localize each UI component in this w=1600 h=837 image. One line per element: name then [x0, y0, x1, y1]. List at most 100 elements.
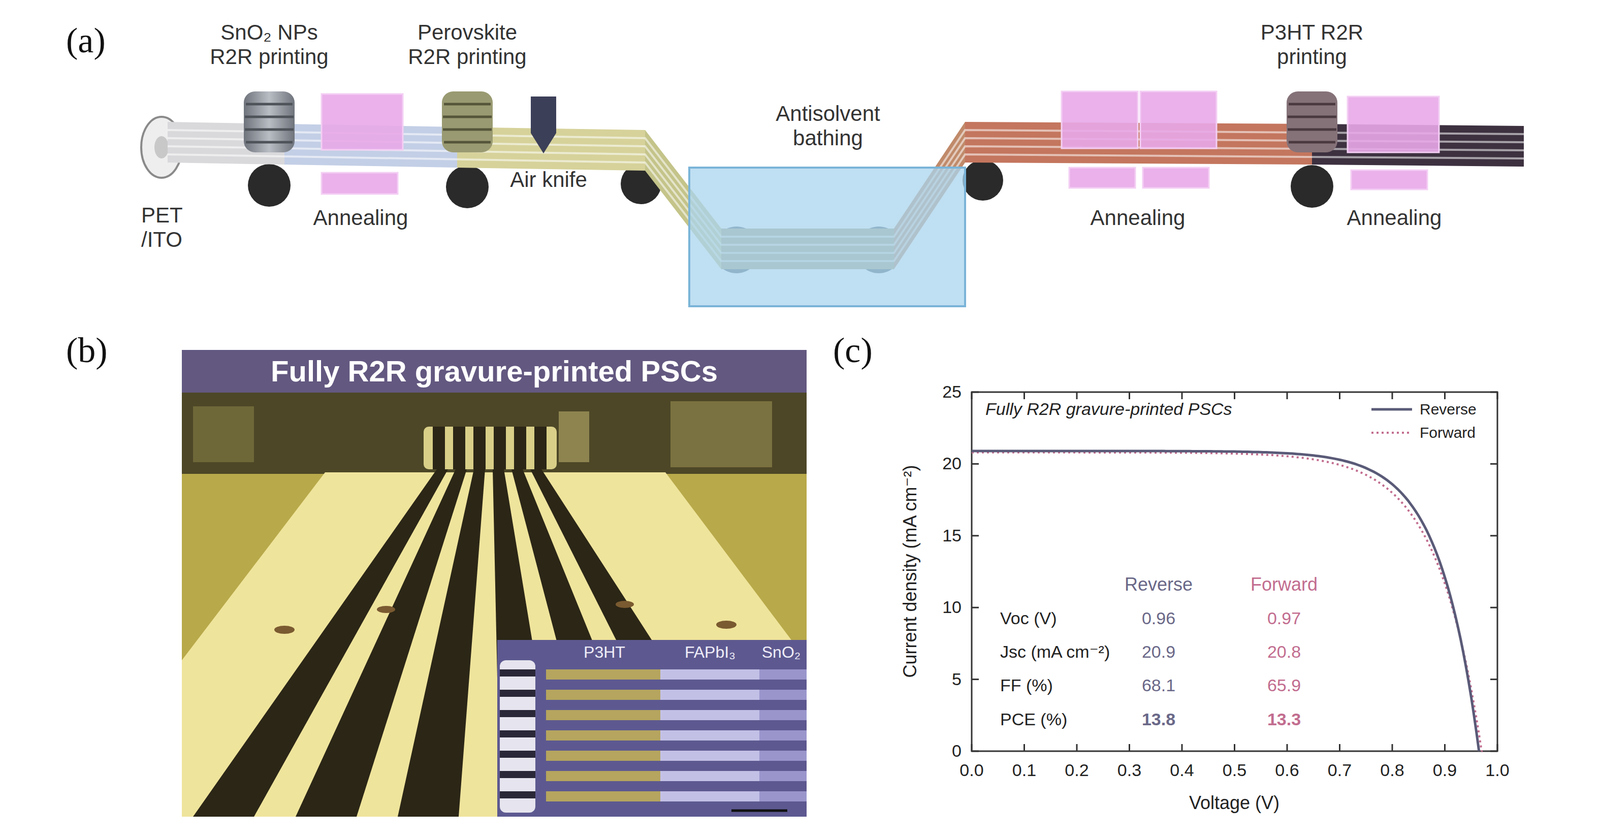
- legend-sample: [1371, 431, 1413, 434]
- axis-tick: [1391, 744, 1394, 752]
- axis-tick: [1490, 391, 1498, 394]
- annealing-heater: [321, 91, 1439, 195]
- table-row-label: Voc (V): [1000, 608, 1057, 629]
- process-label: Perovskite R2R printing: [401, 20, 534, 70]
- table-cell: 20.9: [1141, 642, 1176, 662]
- axis-tick: [1023, 744, 1026, 752]
- tick-label: 0.8: [1380, 760, 1404, 781]
- tick-label: 0.6: [1274, 760, 1299, 781]
- axis-tick: [971, 463, 979, 465]
- axis-tick: [1490, 606, 1498, 609]
- plot-frame: [971, 392, 1498, 752]
- axis-tick: [1490, 678, 1498, 681]
- photo: [181, 349, 807, 817]
- table-row-label: PCE (%): [1000, 709, 1068, 730]
- axis-tick: [971, 606, 979, 609]
- tick-label: 5: [951, 669, 962, 690]
- tick-label: 0.1: [1012, 760, 1037, 781]
- axis-tick: [1286, 392, 1289, 400]
- process-label: Annealing: [313, 205, 409, 231]
- axis-tick: [971, 744, 973, 752]
- table-header: Reverse: [1124, 573, 1193, 595]
- banner-title: Fully R2R gravure-printed PSCs: [270, 354, 718, 389]
- axis-title: Voltage (V): [1189, 792, 1280, 814]
- table-cell: 13.8: [1141, 709, 1176, 730]
- table-cell: 65.9: [1267, 675, 1301, 696]
- panel-label: (c): [833, 330, 873, 372]
- tick-label: 0.7: [1327, 760, 1352, 781]
- axis-tick: [1023, 392, 1026, 400]
- axis-tick: [1496, 744, 1499, 752]
- layer-label: FAPbI₃: [684, 643, 736, 662]
- axis-tick: [971, 678, 979, 681]
- axis-tick: [1338, 392, 1341, 400]
- gravure-roller: [1286, 91, 1338, 153]
- gravure-roller: [243, 91, 295, 153]
- table-cell: 20.8: [1267, 642, 1301, 662]
- tick-label: 0.4: [1169, 760, 1194, 781]
- tick-label: 1.0: [1485, 760, 1510, 781]
- inset-photo: [497, 640, 807, 817]
- axis-tick: [971, 750, 979, 753]
- axis-tick: [1444, 744, 1446, 752]
- tick-label: 0.0: [959, 760, 984, 781]
- axis-title: Current density (mA cm⁻²): [899, 464, 921, 678]
- pet-roll-core: [154, 136, 169, 159]
- axis-tick: [1391, 392, 1394, 400]
- layer-label: SnO₂: [761, 643, 801, 662]
- tick-label: 20: [942, 454, 962, 474]
- axis-tick: [1181, 744, 1183, 752]
- table-row-label: Jsc (mA cm⁻²): [1000, 642, 1110, 662]
- axis-tick: [1490, 463, 1498, 465]
- axis-tick: [1286, 744, 1289, 752]
- air-knife: [530, 96, 557, 154]
- tick-label: 0: [951, 741, 962, 761]
- process-label: Annealing: [1347, 205, 1443, 231]
- axis-tick: [1496, 392, 1499, 400]
- tick-label: 0.3: [1117, 760, 1142, 781]
- axis-tick: [1128, 744, 1131, 752]
- process-label: P3HT R2R printing: [1251, 20, 1373, 70]
- tick-label: 15: [942, 525, 962, 546]
- axis-tick: [1490, 534, 1498, 537]
- panel-label: (b): [66, 330, 108, 372]
- tick-label: 0.2: [1064, 760, 1089, 781]
- antisolvent-bath: [689, 167, 966, 307]
- process-label: Air knife: [509, 167, 588, 192]
- axis-tick: [1076, 392, 1078, 400]
- substrate-label: PET /ITO: [141, 203, 192, 253]
- guide-roller: [247, 164, 291, 207]
- legend-sample: [1371, 408, 1413, 411]
- tick-label: 10: [942, 597, 962, 618]
- guide-roller: [445, 165, 489, 209]
- axis-tick: [1076, 744, 1078, 752]
- table-cell: 0.96: [1141, 608, 1176, 629]
- r2r-line: [141, 91, 1524, 307]
- table-header: Forward: [1250, 573, 1318, 595]
- axis-tick: [1233, 744, 1236, 752]
- table-cell: 0.97: [1267, 608, 1301, 629]
- process-label: SnO₂ NPs R2R printing: [203, 20, 336, 70]
- axis-tick: [1233, 392, 1236, 400]
- process-label: Antisolvent bathing: [751, 101, 905, 151]
- axis-tick: [971, 392, 973, 400]
- axis-tick: [971, 391, 979, 394]
- axis-tick: [971, 534, 979, 537]
- table-cell: 13.3: [1267, 709, 1301, 730]
- axis-tick: [1338, 744, 1341, 752]
- table-row-label: FF (%): [1000, 675, 1053, 696]
- tick-label: 0.9: [1432, 760, 1457, 781]
- panel-label: (a): [66, 20, 106, 62]
- legend-label: Forward: [1419, 424, 1476, 442]
- axis-tick: [1444, 392, 1446, 400]
- gravure-roller: [441, 91, 493, 153]
- title-banner: Fully R2R gravure-printed PSCs: [181, 349, 807, 393]
- legend-label: Reverse: [1419, 400, 1477, 419]
- tick-label: 25: [942, 381, 962, 402]
- axis-tick: [1128, 392, 1131, 400]
- axis-tick: [1181, 392, 1183, 400]
- guide-roller: [1290, 165, 1334, 208]
